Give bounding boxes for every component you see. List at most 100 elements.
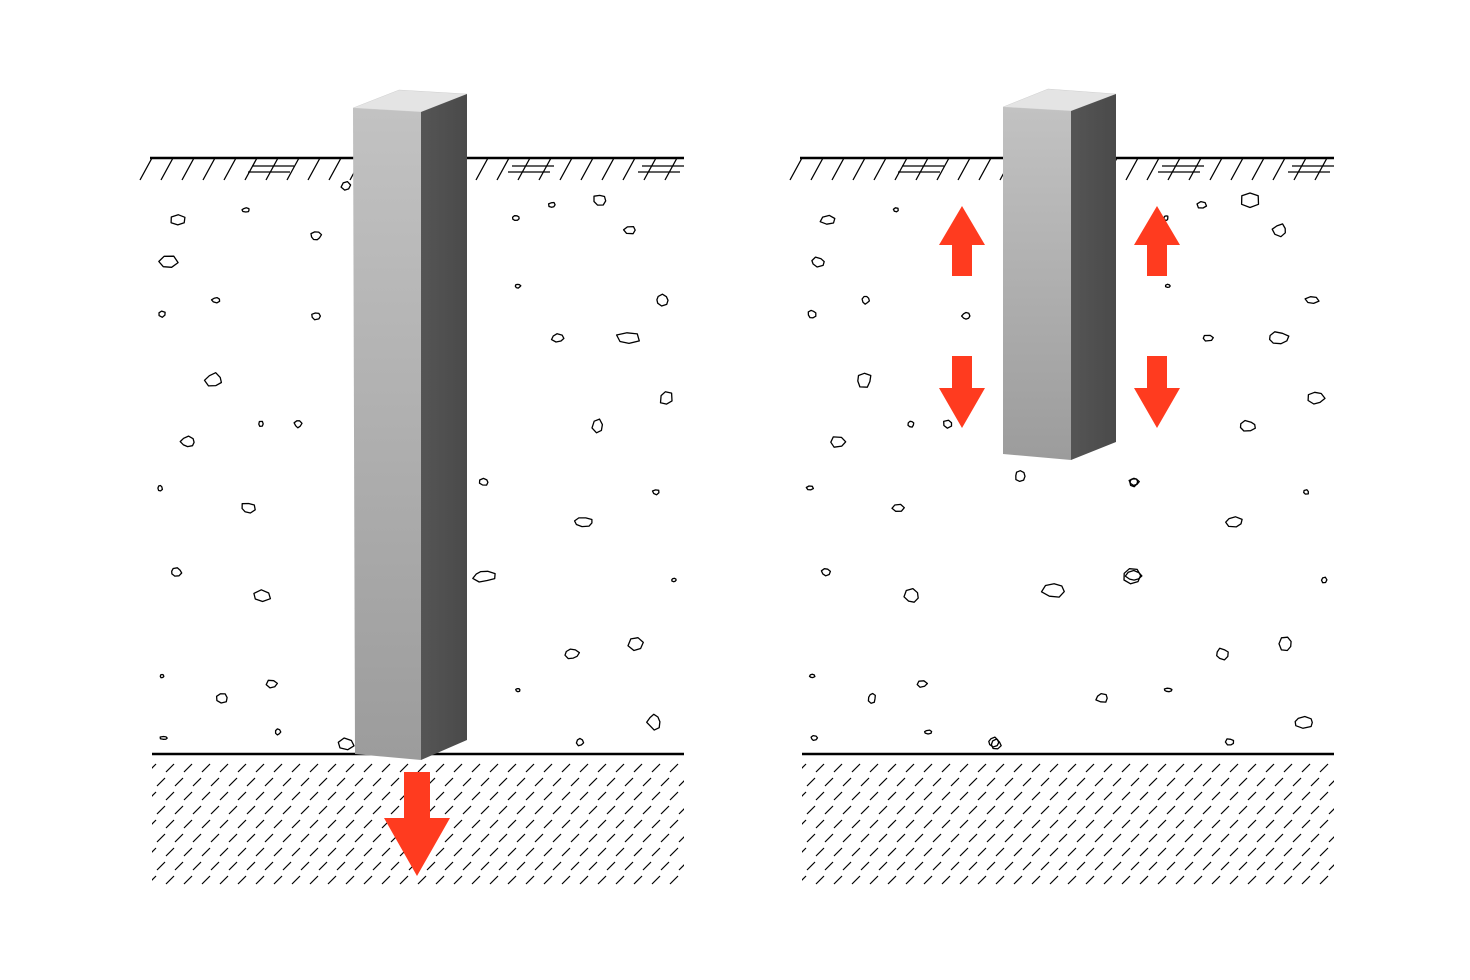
hatch-icon (345, 791, 355, 801)
pile-side-face (1071, 94, 1116, 460)
hatch-icon (264, 805, 274, 815)
hatch-icon (802, 875, 807, 881)
hatch-icon (561, 819, 571, 829)
arrow-up-icon (939, 206, 985, 276)
hatch-icon (950, 805, 960, 815)
hatch-icon (1220, 805, 1230, 815)
hatch-icon (669, 819, 679, 829)
hatch-icon (1283, 819, 1293, 829)
pebble-icon (651, 489, 660, 496)
hatch-icon (489, 819, 499, 829)
hatch-icon (1265, 875, 1275, 885)
hatch-icon (833, 819, 843, 829)
pebble-icon (819, 214, 836, 225)
hatch-icon (309, 791, 319, 801)
hatch-icon (156, 777, 166, 787)
hatch-icon (1157, 763, 1167, 773)
pebble-icon (867, 692, 876, 704)
hatch-icon (842, 777, 852, 787)
pebble-icon (810, 734, 819, 742)
hatch-icon (833, 763, 843, 773)
hatch-icon (669, 791, 679, 801)
pebble-icon (891, 503, 905, 512)
hatch-icon (282, 861, 292, 871)
hatch-icon (570, 833, 580, 843)
panel-end-bearing (139, 89, 684, 885)
hatch-icon (878, 805, 888, 815)
hatch-icon (1148, 833, 1158, 843)
hatch-icon (462, 777, 472, 787)
hatch-icon (1328, 864, 1334, 871)
hatch-icon (1184, 777, 1194, 787)
pebble-icon (1271, 223, 1286, 238)
hatch-icon (824, 833, 834, 843)
hatch-icon (815, 819, 825, 829)
pebble-icon (1095, 692, 1108, 703)
hatch-icon (1049, 791, 1059, 801)
hatch-icon (1292, 861, 1302, 871)
hatch-icon (1139, 847, 1149, 857)
hatch-icon (462, 833, 472, 843)
hatch-icon (1202, 833, 1212, 843)
pebble-icon (550, 333, 565, 343)
hatch-icon (1067, 791, 1077, 801)
hatch-icon (660, 777, 670, 787)
hatch-icon (914, 805, 924, 815)
hatch-icon (264, 861, 274, 871)
hatch-icon (1220, 777, 1230, 787)
hatch-icon (651, 875, 661, 885)
hatch-icon (1031, 819, 1041, 829)
hatch-icon (957, 157, 971, 181)
hatch-icon (471, 763, 481, 773)
pebble-icon (820, 568, 832, 577)
hatch-icon (489, 875, 499, 885)
pebble-icon (923, 729, 933, 735)
hatch-icon (1146, 157, 1160, 181)
hatch-icon (887, 791, 897, 801)
hatch-icon (588, 777, 598, 787)
hatch-icon (887, 847, 897, 857)
pebble-icon (1202, 334, 1214, 342)
hatch-icon (246, 861, 256, 871)
hatch-icon (1247, 819, 1257, 829)
hatch-icon (1004, 833, 1014, 843)
hatch-icon (941, 875, 951, 885)
hatch-icon (1211, 791, 1221, 801)
hatch-icon (1293, 157, 1307, 181)
hatch-icon (1058, 805, 1068, 815)
pebble-icon (1225, 516, 1243, 528)
hatch-icon (651, 763, 661, 773)
hatch-icon (995, 847, 1005, 857)
hatch-icon (1013, 875, 1023, 885)
hatch-icon (831, 157, 845, 181)
hatch-icon (995, 819, 1005, 829)
hatch-icon (156, 861, 166, 871)
pebble-icon (591, 418, 604, 434)
hatch-icon (1076, 777, 1086, 787)
hatch-icon (1076, 833, 1086, 843)
hatch-icon (664, 157, 678, 181)
hatch-icon (977, 763, 987, 773)
hatch-icon (1076, 861, 1086, 871)
hatch-icon (192, 861, 202, 871)
pebble-icon (943, 419, 953, 429)
hatch-icon (1175, 819, 1185, 829)
hatch-icon (1247, 791, 1257, 801)
hatch-icon (363, 763, 373, 773)
hatch-icon (588, 805, 598, 815)
hatch-icon (678, 780, 684, 787)
hatch-icon (246, 777, 256, 787)
hatch-icon (1094, 777, 1104, 787)
pebble-icon (157, 484, 164, 492)
hatch-icon (932, 777, 942, 787)
hatch-icon (300, 777, 310, 787)
arrow-down-icon (384, 772, 450, 876)
pebble-icon (656, 293, 669, 307)
hatch-icon (1058, 777, 1068, 787)
hatch-icon (978, 157, 992, 181)
hatch-icon (327, 763, 337, 773)
pebble-icon (511, 215, 520, 222)
hatch-icon (435, 791, 445, 801)
pebble-icon (960, 311, 971, 320)
hatch-icon (507, 875, 517, 885)
